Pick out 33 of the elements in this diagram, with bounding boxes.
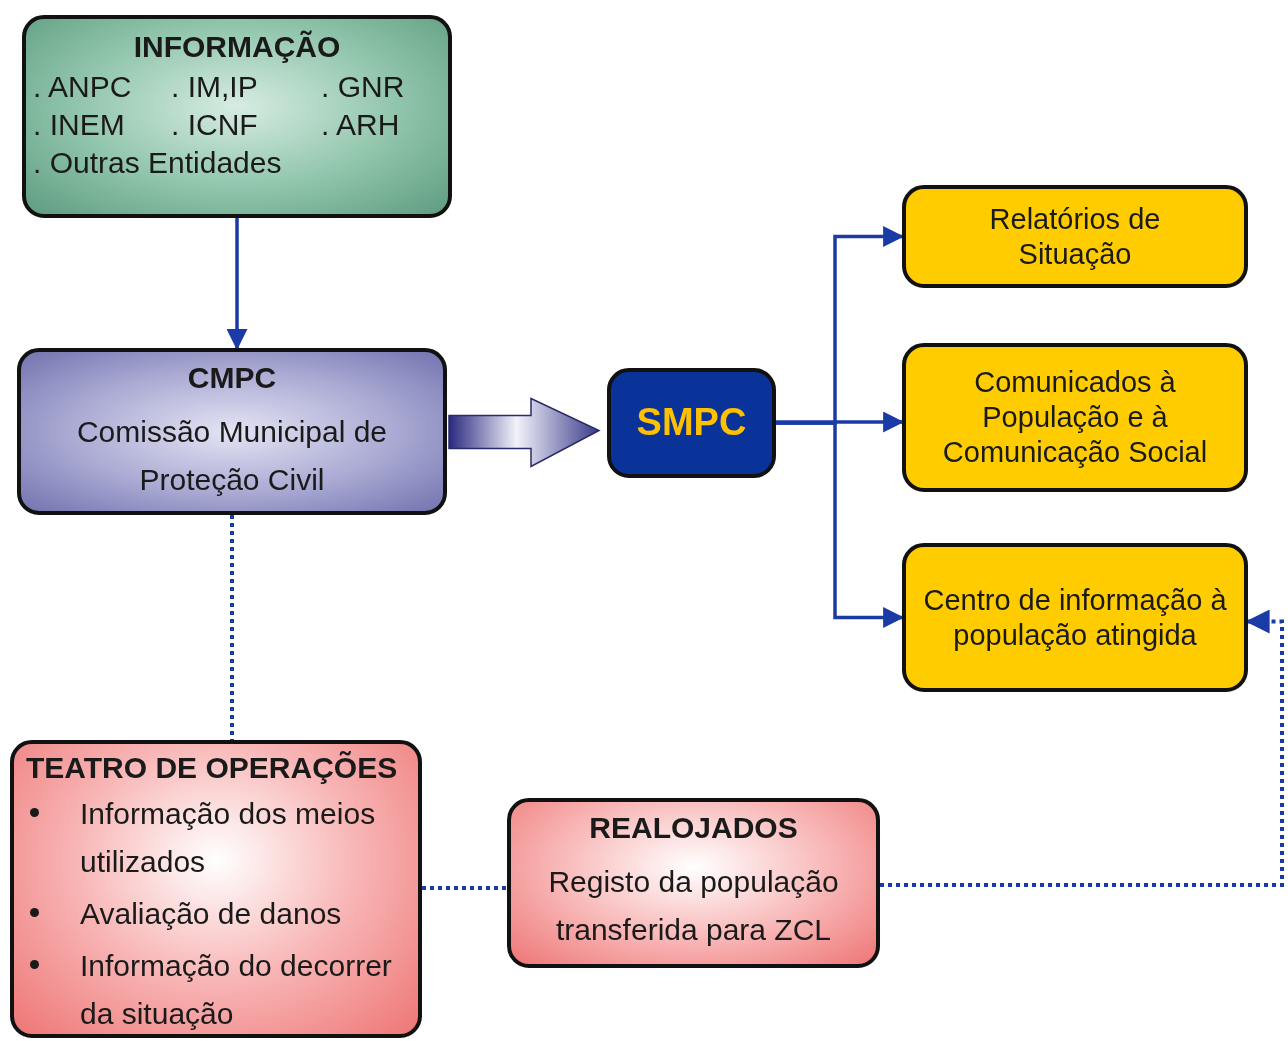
- output-box: [902, 185, 1248, 288]
- box-text: SMPC: [635, 400, 748, 446]
- list-item: . ARH: [321, 107, 401, 143]
- operations-box: [10, 740, 422, 1038]
- output-box: [902, 543, 1248, 692]
- list-item: . IM,IP: [171, 69, 259, 105]
- list-item: . Outras Entidades: [33, 145, 283, 181]
- box-text: Comunicados à População e à Comunicação Social: [941, 365, 1209, 470]
- info-box: [22, 15, 452, 218]
- list-item: Informação do decorrer da situação: [80, 948, 393, 1032]
- arrow: [226, 218, 248, 351]
- box-text: Registo da população transferida para ZCL: [547, 864, 840, 948]
- dotted-connector: [422, 886, 507, 890]
- box-text: Centro de informação à população atingida: [922, 582, 1228, 653]
- list-item: Avaliação de danos: [80, 896, 342, 932]
- list-item: . ANPC: [33, 69, 133, 105]
- block-arrow: [448, 397, 601, 468]
- committee-box: [17, 348, 447, 515]
- list-item: . GNR: [321, 69, 406, 105]
- box-heading: TEATRO DE OPERAÇÕES: [26, 750, 399, 786]
- dotted-connector: [880, 609, 1284, 887]
- list-item: . INEM: [33, 107, 126, 143]
- box-heading: CMPC: [186, 360, 278, 396]
- relocated-box: [507, 798, 880, 968]
- list-item: Informação dos meios utilizados: [80, 796, 377, 880]
- box-text: Relatórios de Situação: [988, 201, 1162, 272]
- dotted-connector: [230, 515, 234, 740]
- output-box: [902, 343, 1248, 492]
- box-heading: INFORMAÇÃO: [133, 29, 341, 65]
- box-text: Comissão Municipal de Proteção Civil: [75, 414, 389, 498]
- list-item: . ICNF: [171, 107, 259, 143]
- box-heading: REALOJADOS: [588, 810, 799, 846]
- service-box: [607, 368, 776, 478]
